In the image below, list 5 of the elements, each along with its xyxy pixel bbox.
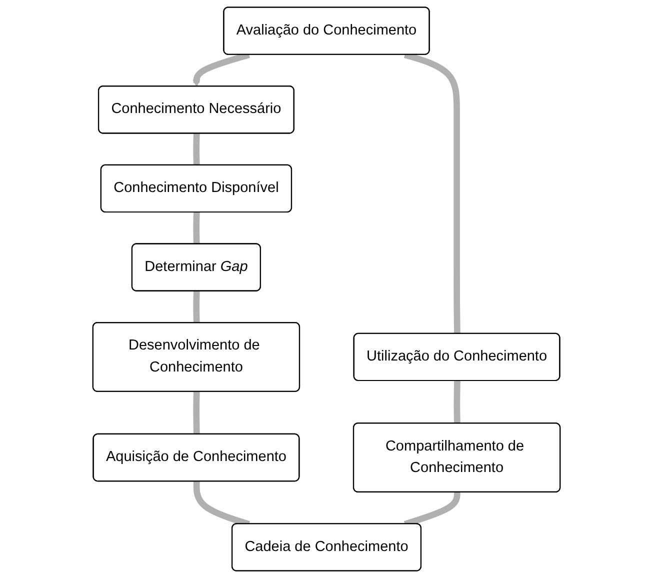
- connector: [193, 133, 200, 166]
- connector: [454, 380, 460, 424]
- connector: [193, 212, 200, 245]
- connector: [193, 391, 200, 434]
- connector: [193, 290, 200, 324]
